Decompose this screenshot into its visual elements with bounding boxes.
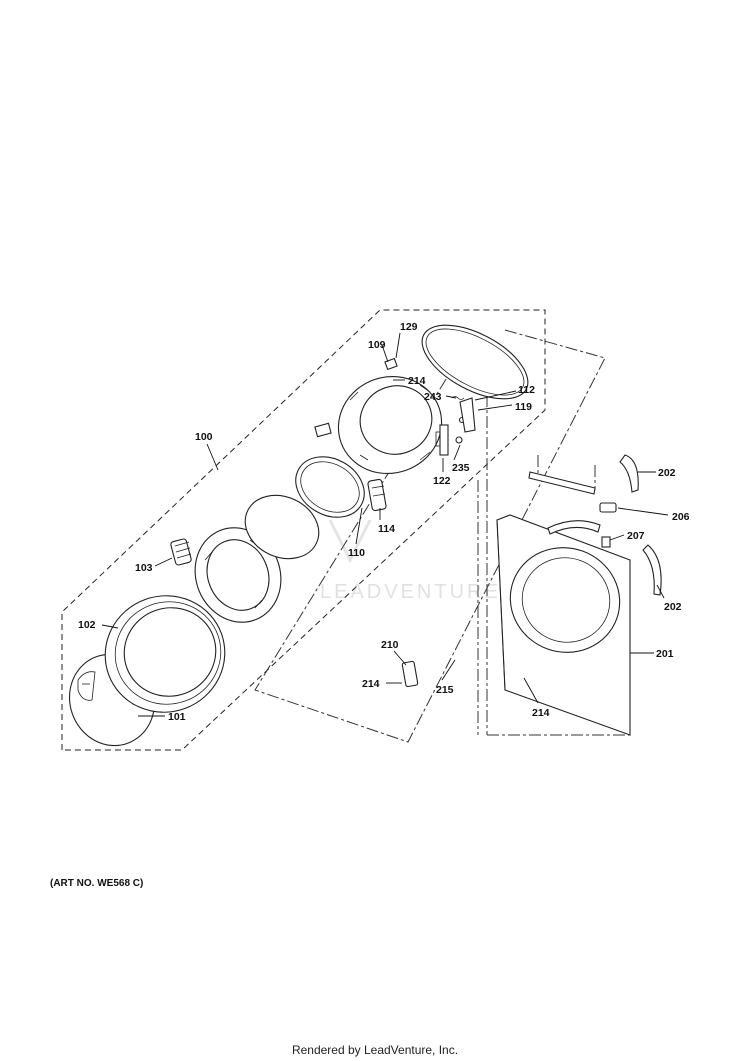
part-114-latch[interactable] <box>367 478 387 512</box>
callout-206: 206 <box>672 511 690 523</box>
callout-210: 210 <box>381 639 399 651</box>
part-206-switch[interactable] <box>599 502 617 513</box>
part-door-back-frame[interactable] <box>325 362 456 488</box>
callout-112: 112 <box>518 384 535 396</box>
callout-102: 102 <box>78 619 96 631</box>
door-assembly-boundary <box>61 309 546 751</box>
part-201-front-panel[interactable] <box>496 514 635 736</box>
part-inner-door-frame[interactable] <box>181 515 295 635</box>
part-235-screw[interactable] <box>455 416 466 444</box>
part-door-glass[interactable] <box>235 484 329 570</box>
watermark-text: LEADVENTURE <box>320 581 501 603</box>
callout-labels: 100 101 102 103 109 110 112 114 119 122 … <box>78 321 690 723</box>
part-109-clip[interactable] <box>384 357 398 371</box>
part-129-seal[interactable] <box>411 310 540 414</box>
part-hinge-bracket[interactable] <box>314 422 332 438</box>
callout-114: 114 <box>378 523 395 535</box>
part-112-hinge-arm[interactable] <box>459 397 476 433</box>
callout-122: 122 <box>433 475 451 487</box>
part-110-gasket[interactable] <box>285 445 375 529</box>
callout-215: 215 <box>436 684 454 696</box>
callout-202-lower: 202 <box>664 601 682 613</box>
part-top-rail[interactable] <box>528 455 596 495</box>
callout-201: 201 <box>656 648 674 660</box>
watermark: LEADVENTURE <box>320 519 501 603</box>
part-panel-cable[interactable] <box>547 520 601 535</box>
leader-lines <box>101 332 669 717</box>
callout-129: 129 <box>400 321 418 333</box>
callout-243: 243 <box>424 391 442 403</box>
callout-235: 235 <box>452 462 470 474</box>
part-207-spring[interactable] <box>601 536 611 548</box>
part-202-lower-bracket[interactable] <box>642 544 662 596</box>
art-number: (ART NO. WE568 C) <box>50 878 144 889</box>
callout-202-upper: 202 <box>658 467 676 479</box>
callout-109: 109 <box>368 339 386 351</box>
callout-119: 119 <box>515 401 532 413</box>
part-122-hinge-plate[interactable] <box>435 424 449 456</box>
centerline-guides <box>254 329 630 743</box>
callout-214-mid: 214 <box>362 678 380 690</box>
callout-214-bottom: 214 <box>532 707 550 719</box>
part-202-upper-bracket[interactable] <box>619 454 639 493</box>
part-102-door-ring[interactable] <box>89 579 241 729</box>
part-243-spring[interactable] <box>451 396 465 400</box>
callout-101: 101 <box>168 711 186 723</box>
part-103-hinge[interactable] <box>170 538 192 566</box>
footer-credit: Rendered by LeadVenture, Inc. <box>291 1043 459 1057</box>
callout-100: 100 <box>195 431 213 443</box>
callout-103: 103 <box>135 562 153 574</box>
callout-110: 110 <box>348 547 365 559</box>
callout-207: 207 <box>627 530 645 542</box>
part-210-strike[interactable] <box>401 660 419 688</box>
callout-214-top: 214 <box>408 375 426 387</box>
